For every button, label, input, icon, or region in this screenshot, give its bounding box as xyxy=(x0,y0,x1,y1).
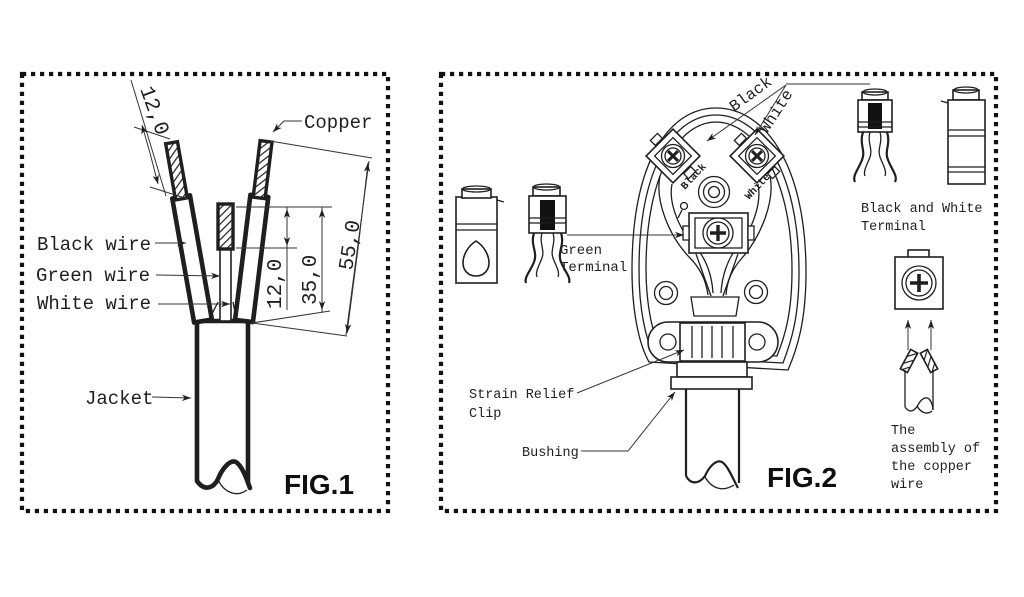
fig2-bw-sleeve-part xyxy=(940,86,986,185)
fig2-copper-assembly-label-line4: wire xyxy=(891,478,923,493)
fig2-panel: Black White xyxy=(438,71,999,514)
fig2-copper-assembly-label-line3: the copper xyxy=(891,460,972,475)
fig2-green-terminal-label-line1: Green xyxy=(560,243,602,259)
fig1-dim-left-tip-value: 12,0 xyxy=(133,84,172,139)
fig2-top-leaders: Black White xyxy=(706,73,870,142)
fig2-green-terminal-block xyxy=(677,201,755,254)
fig2-green-terminal-label-line2: Terminal xyxy=(560,260,627,276)
fig1-copper-label: Copper xyxy=(304,112,372,134)
fig2-strain-relief-label-line1: Strain Relief xyxy=(469,388,574,403)
fig2-plug-body: Black White xyxy=(631,107,807,490)
fig1-green-wire-label: Green wire xyxy=(36,265,150,287)
fig1-white-wire-label: White wire xyxy=(37,293,151,315)
fig1-panel: 12,0 12,0 35,0 55,0 Copper Black wire Gr… xyxy=(19,71,391,514)
fig1-title: FIG.1 xyxy=(284,469,354,500)
fig2-sleeve-part xyxy=(455,185,505,284)
fig2-dotted-border xyxy=(438,71,999,514)
fig1-dim-right-group: 12,0 35,0 55,0 xyxy=(236,140,373,337)
fig2-bw-terminal-label-line2: Terminal xyxy=(861,220,926,235)
fig1-cable-jacket xyxy=(194,301,253,495)
fig2-cable xyxy=(684,389,741,490)
fig1-jacket-label: Jacket xyxy=(85,388,153,410)
fig1-dim-center-length-value: 35,0 xyxy=(300,255,323,305)
fig2-strain-relief-callout: Strain Relief Clip xyxy=(469,349,685,422)
fig2-copper-assembly xyxy=(894,249,944,414)
fig2-bushing-callout: Bushing xyxy=(522,391,676,461)
fig2-bushing xyxy=(670,361,753,390)
fig1-black-wire xyxy=(163,139,215,325)
fig1-white-wire xyxy=(232,138,274,325)
fig1-dim-overall-length-value: 55,0 xyxy=(336,219,367,272)
fig2-title: FIG.2 xyxy=(767,462,837,493)
fig1-dotted-border xyxy=(19,71,391,514)
fig2-green-terminal-callout: Green Terminal xyxy=(560,231,684,276)
fig2-copper-assembly-label-line1: The xyxy=(891,424,915,439)
fig1-labels: Copper Black wire Green wire White wire … xyxy=(36,112,372,500)
fig1-dim-center-tip-value: 12,0 xyxy=(265,259,288,309)
fig2-green-terminal-part xyxy=(524,183,571,284)
fig1-black-wire-label: Black wire xyxy=(37,234,151,256)
fig2-copper-assembly-label-line2: assembly of xyxy=(891,442,980,457)
fig2-bw-terminal-part xyxy=(853,88,897,183)
fig2-strain-relief-clip xyxy=(647,321,779,363)
fig2-bw-terminal-label-line1: Black and White xyxy=(861,202,983,217)
fig2-bushing-label: Bushing xyxy=(522,446,579,461)
fig1-green-wire xyxy=(216,202,235,322)
fig2-strain-relief-label-line2: Clip xyxy=(469,407,501,422)
